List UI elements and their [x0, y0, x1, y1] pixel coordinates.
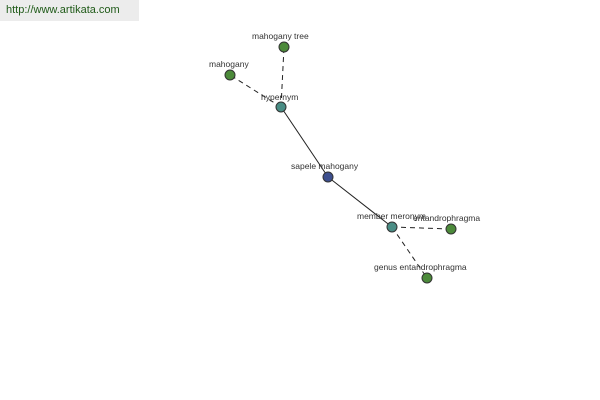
center-sapele-mahogany-label[interactable]: sapele mahogany: [291, 161, 359, 171]
edge-member-meronym-genus-entandrophragma: [391, 226, 428, 279]
edge-hypernym-mahogany-tree: [280, 46, 285, 108]
edge-layer: [229, 46, 452, 279]
leaf-entandrophragma-node[interactable]: [445, 223, 457, 235]
leaf-entandrophragma-label[interactable]: entandrophragma: [413, 213, 480, 223]
relation-hypernym-label[interactable]: hypernym: [261, 92, 298, 102]
source-url[interactable]: http://www.artikata.com: [0, 0, 139, 21]
relation-hypernym-node[interactable]: [275, 101, 287, 113]
center-sapele-mahogany-node[interactable]: [322, 171, 334, 183]
leaf-genus-entandrophragma-node[interactable]: [421, 272, 433, 284]
leaf-mahogany-label[interactable]: mahogany: [209, 59, 249, 69]
leaf-mahogany-node[interactable]: [224, 69, 236, 81]
label-layer: sapele mahogany hypernym member meronym mah…: [209, 31, 480, 272]
edge-center-member-meronym: [327, 176, 393, 228]
edge-hypernym-mahogany: [229, 74, 282, 108]
node-layer: [224, 41, 457, 284]
leaf-genus-entandrophragma-label[interactable]: genus entandrophragma: [374, 262, 467, 272]
edge-center-hypernym: [280, 106, 329, 178]
edge-member-meronym-entandrophragma: [391, 226, 452, 230]
relation-member-meronym-node[interactable]: [386, 221, 398, 233]
relation-member-meronym-label[interactable]: member meronym: [357, 211, 426, 221]
leaf-mahogany-tree-node[interactable]: [278, 41, 290, 53]
leaf-mahogany-tree-label[interactable]: mahogany tree: [252, 31, 309, 41]
